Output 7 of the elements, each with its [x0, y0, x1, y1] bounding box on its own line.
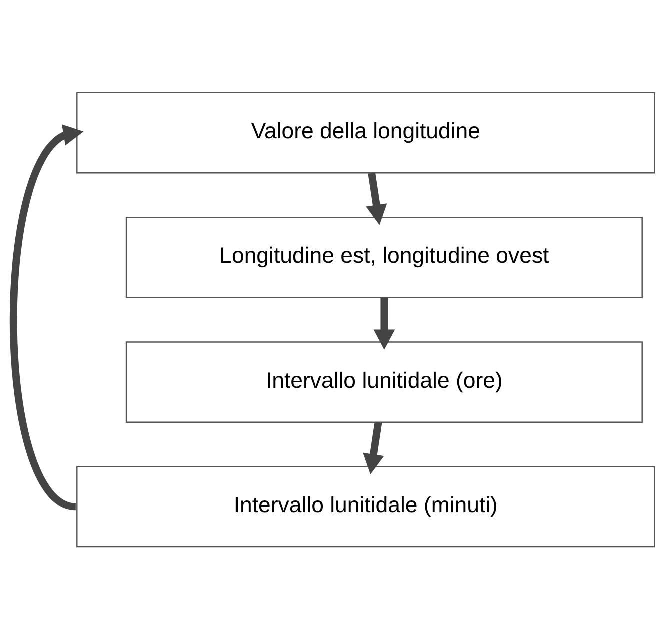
node-box: Intervallo lunitidale (minuti) — [76, 466, 656, 548]
node-box: Valore della longitudine — [76, 92, 656, 174]
arrow — [374, 298, 396, 350]
arrow — [363, 422, 384, 475]
arrow — [366, 172, 388, 226]
node-box: Longitudine est, longitudine ovest — [126, 216, 643, 298]
node-box: Intervallo lunitidale (ore) — [126, 342, 643, 424]
